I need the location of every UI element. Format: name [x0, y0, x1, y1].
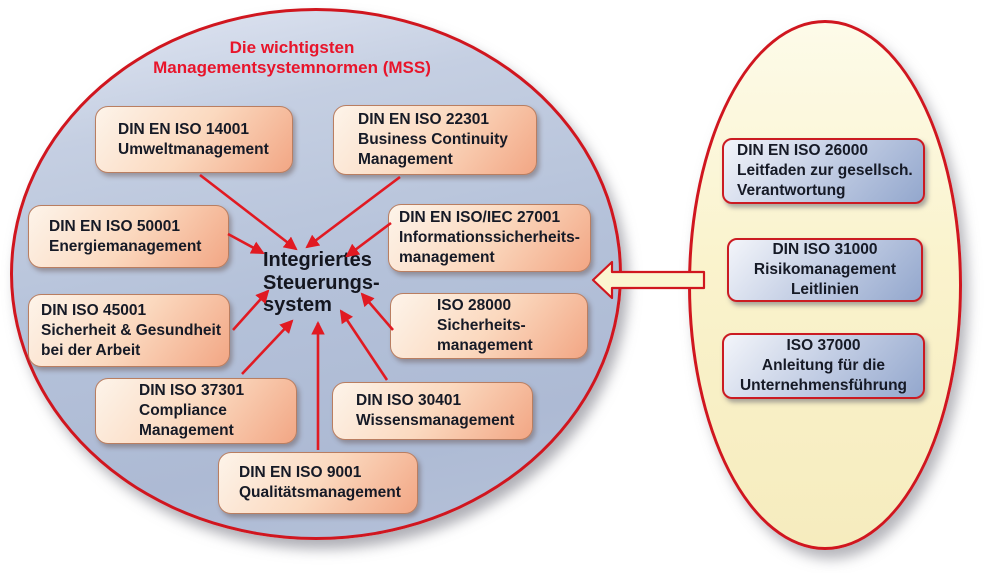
standard-box-din-en-iso-9001: DIN EN ISO 9001 Qualitätsmanagement — [218, 452, 418, 514]
guideline-box-din-iso-31000: DIN ISO 31000 Risikomanagement Leitlinie… — [727, 238, 923, 302]
standard-box-din-en-iso-14001: DIN EN ISO 14001 Umweltmanagement — [95, 106, 293, 173]
standard-topic: Leitlinien — [790, 281, 860, 298]
guideline-box-iso-37000: ISO 37000 Anleitung für die Unternehmens… — [722, 333, 925, 399]
standard-box-din-en-iso-50001: DIN EN ISO 50001 Energiemanagement — [28, 205, 229, 268]
standard-topic: Sicherheits- — [437, 317, 526, 334]
center-line-1: Integriertes — [263, 249, 372, 271]
standard-topic: Anleitung für die — [761, 357, 886, 374]
standard-topic: Verantwortung — [737, 182, 846, 199]
standard-topic: Leitfaden zur gesellsch. — [737, 162, 913, 179]
standard-topic: Management — [139, 422, 234, 439]
standard-code: DIN ISO 37301 — [139, 382, 245, 399]
standard-topic: Risikomanagement — [753, 261, 897, 278]
standard-topic: Sicherheit & Gesundheit — [41, 321, 222, 339]
standard-topic: Umweltmanagement — [118, 140, 269, 158]
standard-code: ISO 28000 — [437, 297, 512, 314]
standard-code: DIN EN ISO 9001 — [239, 464, 362, 481]
standard-code: DIN EN ISO 22301 — [358, 111, 489, 128]
standard-topic: bei der Arbeit — [41, 341, 141, 359]
title-line-1: Die wichtigsten — [229, 38, 355, 57]
standard-topic: Management — [358, 151, 453, 168]
standard-code: ISO 37000 — [786, 337, 861, 354]
standard-topic: Compliance — [139, 402, 227, 419]
standard-code: DIN EN ISO 26000 — [737, 142, 868, 159]
standard-box-din-iso-45001: DIN ISO 45001 Sicherheit & Gesundheit be… — [28, 294, 230, 367]
standard-box-din-iso-37301: DIN ISO 37301 Compliance Management — [95, 378, 297, 444]
standard-code: DIN EN ISO 50001 — [49, 217, 180, 235]
diagram-title: Die wichtigsten Managementsystemnormen (… — [118, 38, 466, 78]
standard-topic: Wissensmanagement — [356, 412, 515, 429]
standard-topic: management — [399, 249, 495, 266]
standard-code: DIN EN ISO/IEC 27001 — [399, 209, 561, 226]
standard-topic: management — [437, 337, 533, 354]
standard-box-iso-28000: ISO 28000 Sicherheits- management — [390, 293, 588, 359]
standard-code: DIN ISO 45001 — [41, 301, 147, 319]
standard-code: DIN EN ISO 14001 — [118, 120, 249, 138]
guideline-box-din-en-iso-26000: DIN EN ISO 26000 Leitfaden zur gesellsch… — [722, 138, 925, 204]
title-line-2: Managementsystemnormen (MSS) — [153, 58, 431, 77]
standard-code: DIN ISO 31000 — [772, 241, 878, 258]
standard-topic: Informationssicherheits- — [399, 229, 580, 246]
mss-ellipse — [10, 8, 622, 540]
standard-topic: Energiemanagement — [49, 237, 202, 255]
standard-topic: Qualitätsmanagement — [239, 484, 401, 501]
center-line-3: system — [263, 294, 332, 316]
central-node-integriertes-steuerungssystem: Integriertes Steuerungs- system — [263, 249, 393, 317]
standard-topic: Business Continuity — [358, 131, 508, 148]
standard-box-din-iso-30401: DIN ISO 30401 Wissensmanagement — [332, 382, 533, 440]
standard-box-din-en-iso-22301: DIN EN ISO 22301 Business Continuity Man… — [333, 105, 537, 175]
standard-topic: Unternehmensführung — [739, 377, 908, 394]
center-line-2: Steuerungs- — [263, 271, 380, 294]
standard-code: DIN ISO 30401 — [356, 392, 462, 409]
standard-box-din-en-iso-iec-27001: DIN EN ISO/IEC 27001 Informationssicherh… — [388, 204, 591, 272]
